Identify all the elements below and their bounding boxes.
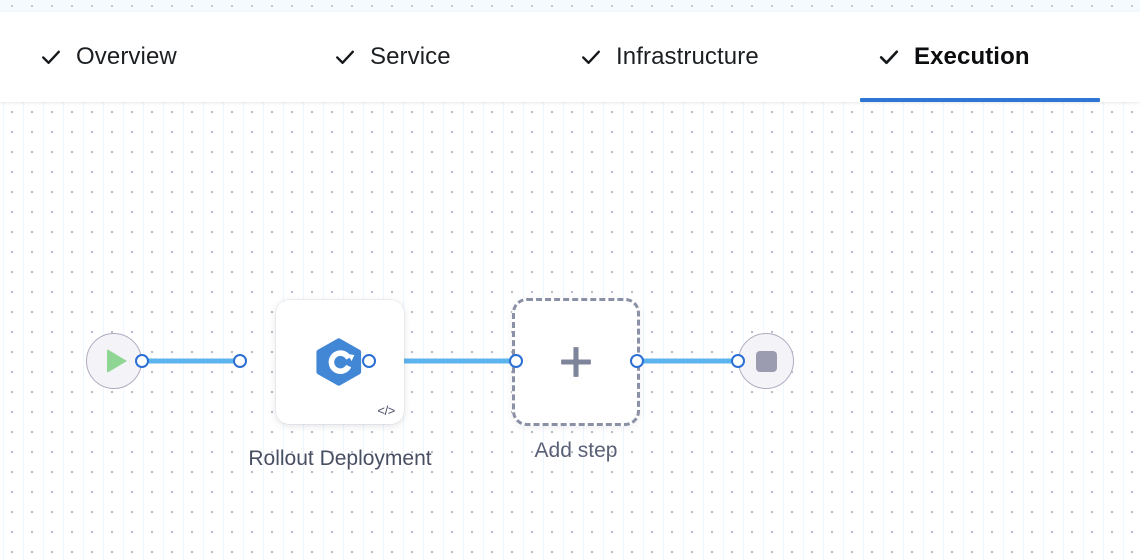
step-node-label: Rollout Deployment xyxy=(248,447,432,470)
tab-service[interactable]: Service xyxy=(316,12,496,102)
tab-infrastructure[interactable]: Infrastructure xyxy=(562,12,824,102)
pipeline-start-node[interactable] xyxy=(86,333,142,389)
check-icon xyxy=(878,46,900,68)
code-icon[interactable]: </> xyxy=(377,403,395,418)
pipeline-stage-tabs: Overview Service Infrastructure Executio… xyxy=(0,12,1140,102)
start-node-circle[interactable] xyxy=(86,333,142,389)
port-step-in[interactable] xyxy=(233,354,247,368)
add-step-node[interactable]: Add step xyxy=(512,298,640,463)
port-end-in[interactable] xyxy=(731,354,745,368)
tab-execution[interactable]: Execution xyxy=(860,12,1100,102)
tab-infrastructure-label: Infrastructure xyxy=(616,43,759,70)
port-addstep-in[interactable] xyxy=(509,354,523,368)
kubernetes-rollout-icon xyxy=(316,338,362,386)
tab-execution-label: Execution xyxy=(914,43,1030,70)
port-start-out[interactable] xyxy=(135,354,149,368)
play-icon xyxy=(107,349,127,373)
add-step-box[interactable] xyxy=(512,298,640,426)
port-addstep-out[interactable] xyxy=(630,354,644,368)
stop-icon xyxy=(755,350,777,372)
check-icon xyxy=(334,46,356,68)
step-node-rollout-deployment[interactable]: </> Rollout Deployment xyxy=(240,300,440,480)
tab-active-underline xyxy=(860,98,1100,102)
port-step-out[interactable] xyxy=(362,354,376,368)
pipeline-end-node[interactable] xyxy=(738,333,794,389)
check-icon xyxy=(580,46,602,68)
add-step-label: Add step xyxy=(534,439,618,462)
tab-overview-label: Overview xyxy=(76,43,177,70)
execution-step-graph: </> Rollout Deployment Add step xyxy=(0,102,1140,560)
tab-overview[interactable]: Overview xyxy=(22,12,228,102)
check-icon xyxy=(40,46,62,68)
end-node-circle[interactable] xyxy=(738,333,794,389)
canvas-top-band xyxy=(0,0,1140,12)
step-card[interactable]: </> xyxy=(276,300,404,424)
tab-service-label: Service xyxy=(370,43,451,70)
plus-icon xyxy=(561,347,591,377)
